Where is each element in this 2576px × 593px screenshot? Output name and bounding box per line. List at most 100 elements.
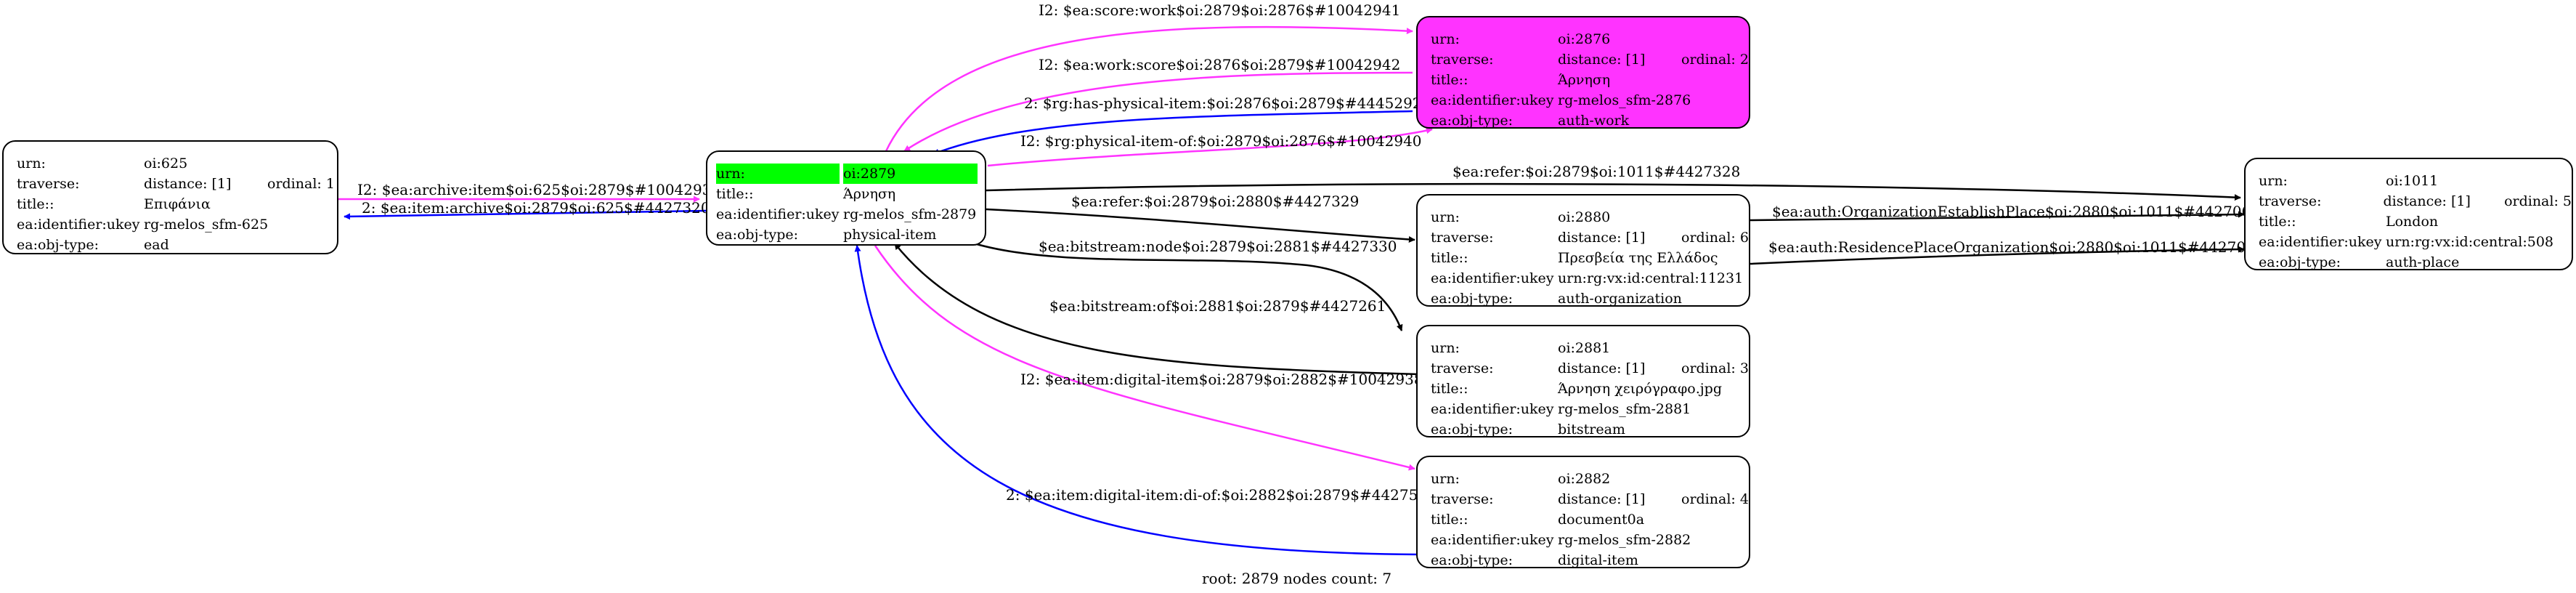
edge-has-physical — [933, 110, 1413, 156]
urn-value: oi:2876 — [1558, 31, 1611, 47]
node-oi-2876[interactable]: urn: oi:2876 traverse: distance: [1] ordina… — [1416, 16, 1750, 129]
ordinal-value: ordinal: 1 — [267, 176, 335, 192]
edge-bitstream-node — [969, 241, 1403, 331]
ukey-value: rg-melos_sfm-2882 — [1558, 532, 1691, 548]
edge-org-place — [1750, 211, 2245, 222]
urn-value: oi:2882 — [1558, 471, 1611, 487]
edge-label-bitstream-of: $ea:bitstream:of$oi:2881$oi:2879$#442726… — [1049, 297, 1386, 315]
edge-label-residence-place: $ea:auth:ResidencePlaceOrganization$oi:2… — [1768, 238, 2264, 256]
edge-label-work-score: I2: $ea:work:score$oi:2876$oi:2879$#1004… — [1039, 56, 1401, 73]
urn-value: oi:2881 — [1558, 340, 1611, 356]
urn-value: oi:2879 — [843, 164, 978, 184]
node-oi-2880[interactable]: urn:oi:2880 traverse:distance: [1]ordina… — [1416, 194, 1750, 307]
edge-label-has-physical: 2: $rg:has-physical-item:$oi:2876$oi:287… — [1024, 94, 1422, 112]
urn-key: urn: — [1431, 471, 1460, 487]
urn-key: urn: — [1431, 31, 1460, 47]
ukey-key: ea:identifier:ukey — [1431, 92, 1554, 108]
type-value: digital-item — [1558, 552, 1638, 568]
traverse-key: traverse: — [1431, 52, 1494, 68]
distance-value: distance: [1] — [1558, 52, 1646, 68]
traverse-key: traverse: — [1431, 230, 1494, 246]
edge-digital-item-of — [854, 245, 1421, 556]
urn-key: urn: — [2259, 173, 2288, 189]
type-key: ea:obj-type: — [716, 227, 799, 243]
edge-bitstream-of — [894, 243, 1421, 376]
distance-value: distance: [1] — [1558, 230, 1646, 246]
type-key: ea:obj-type: — [1431, 421, 1513, 437]
distance-value: distance: [1] — [2383, 193, 2471, 209]
edge-label-org-place: $ea:auth:OrganizationEstablishPlace$oi:2… — [1772, 203, 2260, 220]
ukey-key: ea:identifier:ukey — [1431, 401, 1554, 417]
title-key: title:: — [1431, 512, 1468, 528]
distance-value: distance: [1] — [1558, 491, 1646, 507]
node-oi-625[interactable]: urn:oi:625 traverse:distance: [1]ordinal… — [2, 140, 338, 254]
title-key: title:: — [1431, 381, 1468, 397]
type-value: auth-work — [1558, 113, 1630, 129]
graph-footer: root: 2879 nodes count: 7 — [1202, 570, 1392, 587]
type-key: ea:obj-type: — [1431, 113, 1513, 129]
edge-label-physical-of: I2: $rg:physical-item-of:$oi:2879$oi:287… — [1020, 132, 1422, 150]
traverse-key: traverse: — [2259, 193, 2322, 209]
edge-label-bitstream-node: $ea:bitstream:node$oi:2879$oi:2881$#4427… — [1039, 238, 1397, 255]
distance-value: distance: [1] — [1558, 360, 1646, 376]
edge-physical-of — [987, 127, 1433, 167]
type-key: ea:obj-type: — [1431, 552, 1513, 568]
title-value: Άρνηση χειρόγραφο.jpg — [1558, 381, 1722, 397]
traverse-key: traverse: — [1431, 360, 1494, 376]
ukey-key: ea:identifier:ukey — [1431, 270, 1554, 286]
title-value: Άρνηση — [1558, 72, 1611, 88]
urn-value: oi:1011 — [2386, 173, 2439, 189]
title-value: London — [2386, 214, 2439, 230]
type-value: ead — [144, 237, 169, 253]
edge-item-archive — [344, 209, 707, 220]
title-value: Επιφάνια — [144, 196, 211, 212]
edge-residence-place — [1750, 246, 2245, 265]
edge-label-refer-2880: $ea:refer:$oi:2879$oi:2880$#4427329 — [1071, 193, 1360, 210]
ordinal-value: ordinal: 6 — [1681, 230, 1749, 246]
node-oi-2879-root[interactable]: urn:oi:2879 title::Άρνηση ea:identifier:… — [706, 150, 986, 246]
urn-key: urn: — [1431, 340, 1460, 356]
ukey-value: rg-melos_sfm-2881 — [1558, 401, 1691, 417]
type-value: auth-organization — [1558, 291, 1682, 307]
ukey-value: rg-melos_sfm-2876 — [1558, 92, 1691, 108]
edge-label-digital-item-of: 2: $ea:item:digital-item:di-of:$oi:2882$… — [1006, 486, 1437, 504]
ukey-value: rg-melos_sfm-2879 — [843, 206, 977, 222]
edge-label-digital-item: I2: $ea:item:digital-item$oi:2879$oi:288… — [1020, 371, 1423, 388]
urn-value: oi:2880 — [1558, 209, 1611, 225]
type-key: ea:obj-type: — [1431, 291, 1513, 307]
node-oi-2881[interactable]: urn: oi:2881 traverse: distance: [1] ordina… — [1416, 325, 1750, 437]
edge-label-refer-1011: $ea:refer:$oi:2879$oi:1011$#4427328 — [1452, 163, 1741, 180]
ukey-key: ea:identifier:ukey — [1431, 532, 1554, 548]
ukey-key: ea:identifier:ukey — [2259, 234, 2382, 250]
title-key: title:: — [17, 196, 54, 212]
traverse-key: traverse: — [17, 176, 80, 192]
title-key: title:: — [1431, 250, 1468, 266]
type-value: auth-place — [2386, 254, 2460, 270]
urn-value: oi:625 — [144, 156, 188, 172]
node-oi-1011[interactable]: urn: oi:1011 traverse: distance: [1] ordina… — [2244, 158, 2573, 270]
title-key: title:: — [1431, 72, 1468, 88]
ukey-key: ea:identifier:ukey — [17, 217, 140, 233]
edge-label-item-archive: 2: $ea:item:archive$oi:2879$oi:625$#4427… — [362, 199, 710, 217]
ukey-value: urn:rg:vx:id:central:11231 — [1558, 270, 1744, 286]
type-key: ea:obj-type: — [17, 237, 99, 253]
node-oi-2882[interactable]: urn:oi:2882 traverse:distance: [1]ordina… — [1416, 456, 1750, 568]
ordinal-value: ordinal: 3 — [1681, 360, 1749, 376]
traverse-key: traverse: — [1431, 491, 1494, 507]
title-key: title:: — [2259, 214, 2296, 230]
ordinal-value: ordinal: 2 — [1681, 52, 1749, 68]
title-key: title:: — [716, 186, 754, 202]
ukey-value: urn:rg:vx:id:central:508 — [2386, 234, 2554, 250]
edge-refer-1011 — [986, 182, 2241, 201]
ordinal-value: ordinal: 5 — [2504, 193, 2572, 209]
edge-label-archive-item: I2: $ea:archive:item$oi:625$oi:2879$#100… — [357, 181, 721, 198]
title-value: Άρνηση — [843, 186, 896, 202]
title-value: Πρεσβεία της Ελλάδος — [1558, 250, 1718, 266]
type-value: bitstream — [1558, 421, 1625, 437]
edge-refer-2880 — [986, 208, 1415, 243]
type-value: physical-item — [843, 227, 937, 243]
edge-digital-item — [874, 245, 1415, 471]
edge-label-score-work: I2: $ea:score:work$oi:2879$oi:2876$#1004… — [1039, 1, 1401, 19]
type-key: ea:obj-type: — [2259, 254, 2341, 270]
